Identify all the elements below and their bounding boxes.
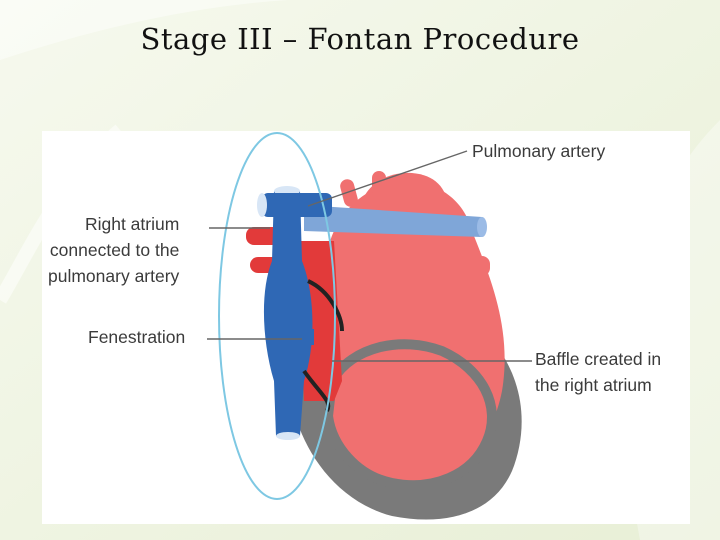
fontan-diagram: Pulmonary artery Right atrium connected …: [42, 131, 690, 524]
svc-connector-left-end: [257, 193, 267, 217]
ra-connection-line2: connected to the: [49, 240, 180, 260]
pulmonary-vein-lower: [447, 296, 487, 314]
arch-branch-2: [372, 171, 386, 197]
heart-illustration: [207, 132, 532, 520]
ra-connection-line3: pulmonary artery: [48, 266, 180, 286]
svc-connector: [262, 193, 332, 217]
ivc-bottom-opening: [276, 432, 300, 440]
baffle-label: Baffle created in the right atrium: [535, 346, 661, 398]
leader-pulmonary-artery: [307, 150, 468, 207]
arch-branch-3: [398, 175, 416, 201]
baffle-line1: Baffle created in: [535, 349, 662, 369]
pulmonary-vein-upper: [442, 256, 490, 276]
pulmonary-artery-label: Pulmonary artery: [472, 141, 606, 161]
arch-branch-1: [340, 179, 358, 207]
baffle-line2: the right atrium: [535, 375, 652, 395]
ra-connection-line1: Right atrium: [84, 214, 180, 234]
fenestration-label: Fenestration: [88, 327, 186, 347]
slide-title: Stage III – Fontan Procedure: [140, 22, 580, 56]
pulmonary-artery: [304, 205, 482, 237]
highlight-ring: [218, 132, 336, 500]
fenestration-mark: [300, 329, 314, 345]
pulmonary-artery-end: [477, 217, 487, 237]
ra-connection-label: Right atrium connected to the pulmonary …: [48, 211, 179, 289]
lower-ventricle: [322, 339, 497, 491]
vena-cava: [263, 191, 313, 436]
